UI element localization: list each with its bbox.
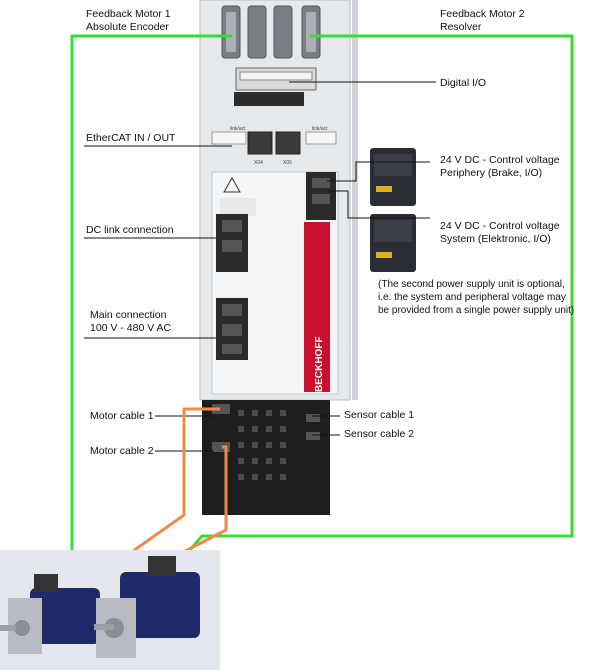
servo-drive: link/act link/act X04 X05 BECKHOFF: [199, 0, 358, 515]
label-psu-2-line1: 24 V DC - Control voltage: [440, 220, 560, 232]
feedback-wire-1: [70, 34, 232, 588]
d-sub-connector: [273, 5, 293, 59]
digital-io-terminal: [234, 67, 317, 106]
label-feedback-motor-1-line2: Absolute Encoder: [86, 21, 169, 33]
heatsink: [202, 400, 330, 515]
label-psu-2-line2: System (Elektronic, I/O): [440, 233, 551, 245]
label-dc-link: DC link connection: [86, 224, 174, 236]
warning-label: [220, 198, 256, 216]
motor-plug-1: [212, 404, 230, 414]
label-main-connection-line1: Main connection: [90, 309, 167, 321]
power-supply-2: [370, 214, 416, 272]
label-feedback-motor-2: Feedback Motor 2 Resolver: [440, 8, 525, 34]
psu-note-line2: i.e. the system and peripheral voltage m…: [378, 292, 566, 303]
leader-psu2: [327, 190, 430, 219]
label-sensor-cable-1: Sensor cable 1: [344, 409, 415, 421]
psu-note-line1: (The second power supply unit is optiona…: [378, 279, 565, 290]
feedback-connector-1: [221, 5, 241, 59]
servo-motor-1: [0, 574, 100, 654]
leader-lines: [84, 81, 436, 452]
port-link-left: link/act: [230, 126, 246, 132]
sensor-plug-1: [306, 414, 320, 422]
label-feedback-motor-1-line1: Feedback Motor 1: [86, 8, 171, 20]
label-ethercat: EtherCAT IN / OUT: [86, 132, 176, 144]
label-feedback-motor-2-line1: Feedback Motor 2: [440, 8, 525, 20]
dc-link-connector: [216, 214, 248, 272]
brand-logo: BECKHOFF: [314, 336, 325, 392]
d-sub-connector: [247, 5, 267, 59]
label-motor-cable-1: Motor cable 1: [90, 410, 154, 422]
label-psu-1-line2: Periphery (Brake, I/O): [440, 167, 543, 179]
warning-icon: [223, 176, 241, 193]
label-feedback-motor-2-line2: Resolver: [440, 21, 482, 33]
label-main-connection-line2: 100 V - 480 V AC: [90, 322, 172, 334]
psu-optional-note: (The second power supply unit is optiona…: [378, 278, 598, 317]
servo-motor-2: [94, 556, 200, 658]
label-digital-io: Digital I/O: [440, 77, 487, 89]
sensor-plug-2: [306, 432, 320, 440]
power-supply-1: [370, 148, 416, 206]
label-feedback-motor-1: Feedback Motor 1 Absolute Encoder: [86, 8, 171, 34]
port-x05-label: X05: [283, 160, 292, 166]
port-x04-label: X04: [254, 160, 263, 166]
label-sensor-cable-2: Sensor cable 2: [344, 428, 415, 440]
brand-stripe: [304, 222, 330, 392]
motor-plug-2: [212, 442, 230, 452]
label-main-connection: Main connection 100 V - 480 V AC: [90, 309, 171, 335]
label-psu-1: 24 V DC - Control voltage Periphery (Bra…: [440, 154, 560, 180]
ethercat-ports: link/act link/act X04 X05: [211, 126, 337, 166]
leader-psu1: [327, 161, 430, 182]
port-link-right: link/act: [312, 126, 328, 132]
main-connector: [216, 298, 248, 360]
label-motor-cable-2: Motor cable 2: [90, 445, 154, 457]
feedback-connector-2: [301, 5, 321, 59]
label-psu-2: 24 V DC - Control voltage System (Elektr…: [440, 220, 560, 246]
psu-note-line3: be provided from a single power supply u…: [378, 305, 575, 316]
label-psu-1-line1: 24 V DC - Control voltage: [440, 154, 560, 166]
control-voltage-connector: [306, 172, 336, 220]
motor-cable-2-wire: [167, 445, 228, 562]
